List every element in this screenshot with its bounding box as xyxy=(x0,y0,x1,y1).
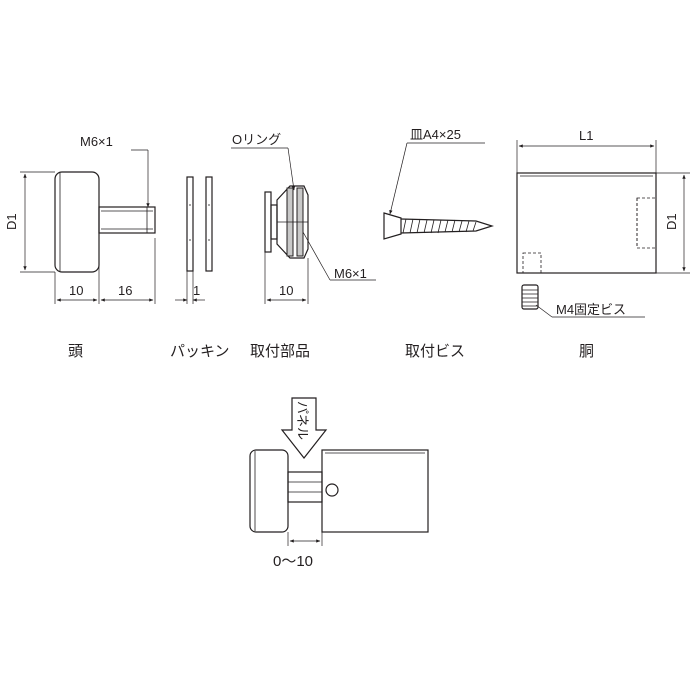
fitting-thread-label: M6×1 xyxy=(334,266,367,281)
head-part xyxy=(20,149,156,304)
body-diameter-label: D1 xyxy=(664,213,679,230)
head-cap xyxy=(54,171,100,273)
head-dim-16: 16 xyxy=(118,283,132,298)
packing-washer-2 xyxy=(205,176,213,272)
packing-caption: パッキン xyxy=(170,343,230,360)
packing-dim-1: 1 xyxy=(193,283,200,298)
screw-part xyxy=(383,142,495,240)
head-dim-10: 10 xyxy=(69,283,83,298)
panel-arrow xyxy=(280,397,328,459)
fitting-body xyxy=(276,185,309,259)
screw-shank xyxy=(400,218,495,234)
assembly-head xyxy=(249,449,289,533)
screw-spec-label: 皿A4×25 xyxy=(410,127,461,142)
fitting-flange xyxy=(264,191,272,253)
body-part xyxy=(516,140,690,318)
packing-part xyxy=(175,176,213,304)
head-shaft xyxy=(98,206,156,234)
fitting-part xyxy=(231,147,376,304)
head-thread-label: M6×1 xyxy=(80,134,113,149)
screw-head xyxy=(383,212,402,240)
body-length-label: L1 xyxy=(579,128,593,143)
packing-washer-1 xyxy=(186,176,194,272)
head-diameter-label: D1 xyxy=(4,213,19,230)
head-caption: 頭 xyxy=(68,343,83,360)
body-cylinder xyxy=(516,172,657,274)
assembly-setscrew-hole xyxy=(325,483,339,497)
body-caption: 胴 xyxy=(579,343,594,360)
assembly-body xyxy=(321,449,429,533)
setscrew-label: M4固定ビス xyxy=(556,302,626,317)
oring-label: Oリング xyxy=(232,132,281,147)
screw-caption: 取付ビス xyxy=(405,343,465,360)
fitting-caption: 取付部品 xyxy=(250,343,310,360)
panel-label: パネル xyxy=(295,401,310,440)
fitting-dim-10: 10 xyxy=(279,283,293,298)
assembly-view xyxy=(249,397,429,546)
set-screw xyxy=(521,284,539,310)
gap-label: 0〜10 xyxy=(273,553,313,570)
